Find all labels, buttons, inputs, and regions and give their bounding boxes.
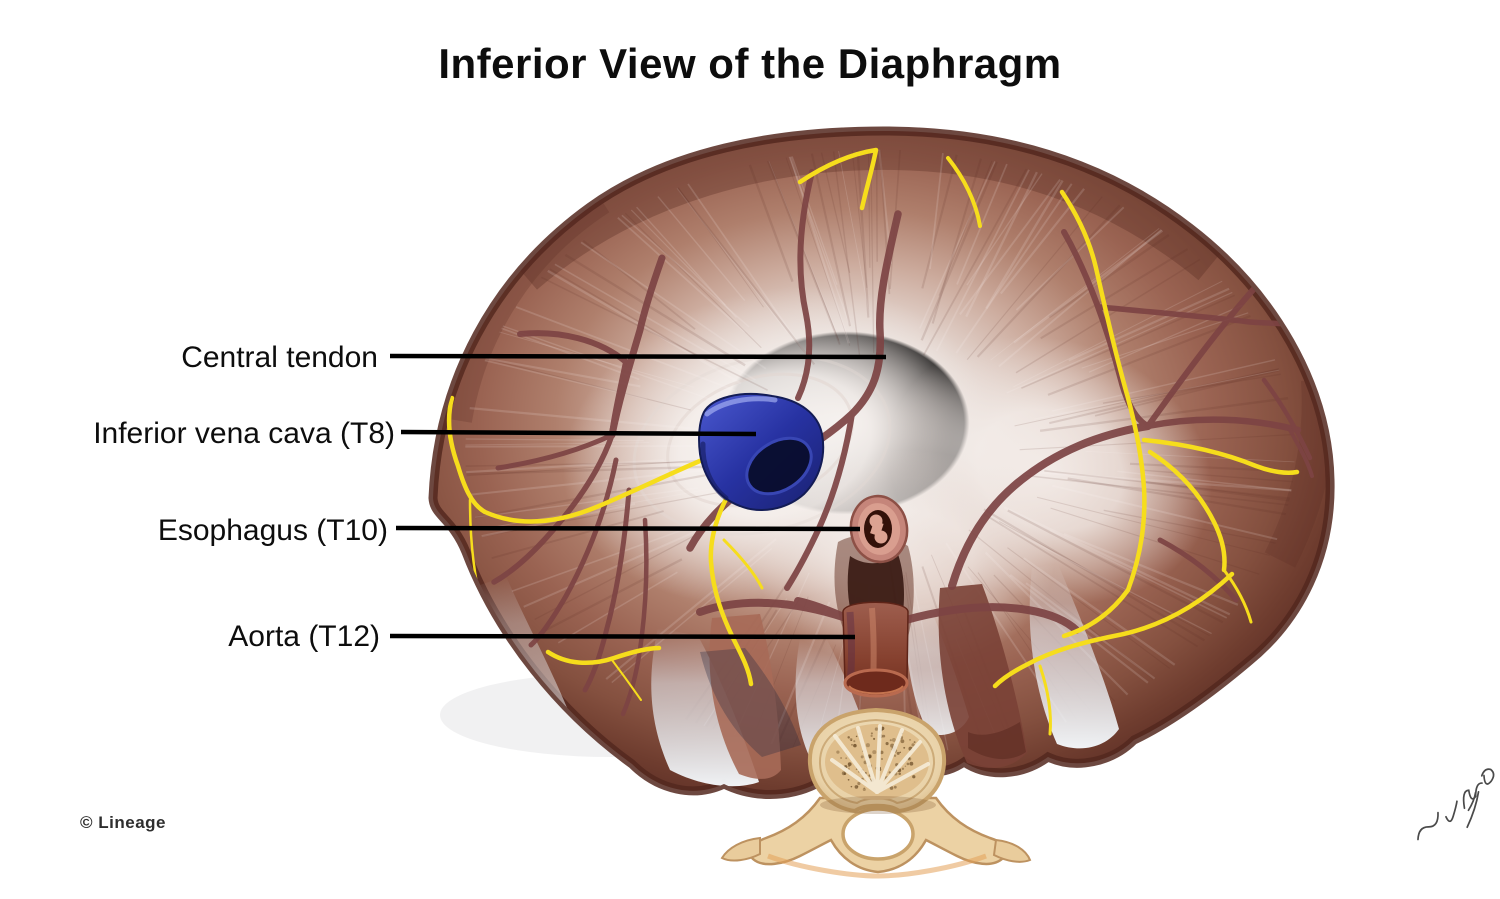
leader-line-esophagus [396,528,860,529]
leader-line-central-tendon [390,356,886,357]
copyright-credit: © Lineage [80,813,166,833]
artist-signature-icon [1408,767,1500,855]
structure-labels: Central tendon Inferior vena cava (T8) E… [93,341,395,653]
label-esophagus: Esophagus (T10) [158,514,388,547]
aorta-opening [843,602,908,696]
label-inferior-vena-cava: Inferior vena cava (T8) [93,417,395,450]
leader-line-inferior-vena-cava [401,432,756,434]
inferior-vena-cava-opening [699,394,823,510]
label-central-tendon: Central tendon [181,341,378,374]
label-aorta: Aorta (T12) [228,620,380,653]
leader-line-aorta [390,636,855,637]
